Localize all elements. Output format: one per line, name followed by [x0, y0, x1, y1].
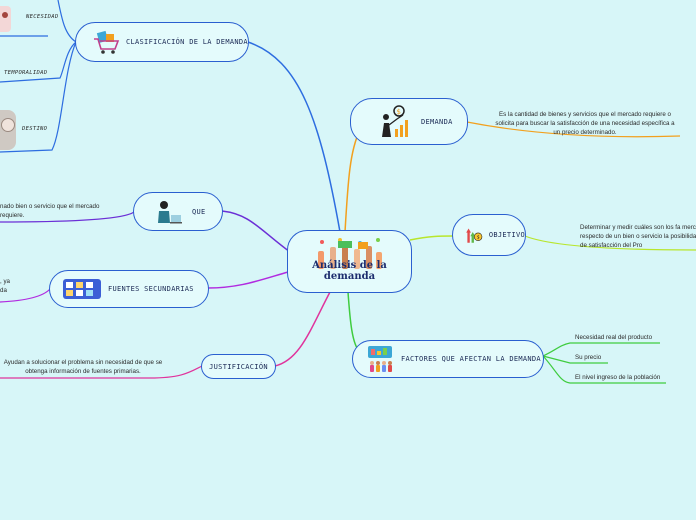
person-laptop-icon	[158, 200, 182, 223]
necesidad-thumbnail	[0, 6, 11, 32]
demanda-node[interactable]: $ DEMANDA	[350, 98, 468, 145]
destino-thumbnail	[0, 110, 16, 150]
fuentes-node[interactable]: FUENTES SECUNDARIAS	[49, 270, 209, 308]
clasificacion-item: TEMPORALIDAD	[4, 70, 48, 76]
que-label: QUE	[192, 207, 206, 216]
justificacion-label: JUSTIFICACIÓN	[209, 362, 268, 371]
fuentes-note: , ya da	[0, 278, 10, 294]
objetivo-node[interactable]: $ OBJETIVO	[452, 214, 526, 256]
demanda-label: DEMANDA	[421, 117, 453, 126]
growth-chart-person-icon: $	[382, 104, 408, 137]
que-node[interactable]: QUE	[133, 192, 223, 231]
person-thumbnail-icon	[1, 118, 15, 132]
factor-item: Su precio	[575, 354, 602, 361]
central-topic-node[interactable]: Análisis de la demanda	[287, 230, 412, 293]
factor-item: Necesidad real del producto	[575, 334, 653, 341]
fuentes-label: FUENTES SECUNDARIAS	[108, 285, 194, 293]
factor-item: El nivel ingreso de la población	[575, 374, 661, 381]
svg-text:$: $	[397, 108, 401, 116]
svg-text:$: $	[477, 235, 480, 241]
que-note: nado bien o servicio que el mercado requ…	[0, 203, 100, 219]
person-thumbnail-icon	[2, 12, 8, 18]
documents-icon	[63, 279, 101, 299]
clasificacion-item: NECESIDAD	[26, 14, 59, 20]
justificacion-node[interactable]: JUSTIFICACIÓN	[201, 354, 276, 379]
central-topic-title: Análisis de la demanda	[312, 260, 387, 282]
clasificacion-item: DESTINO	[22, 126, 48, 132]
factores-node[interactable]: FACTORES QUE AFECTAN LA DEMANDA	[352, 340, 544, 378]
people-dashboard-icon	[368, 346, 392, 372]
clasificacion-label: CLASIFICACIÓN DE LA DEMANDA	[126, 38, 248, 46]
clasificacion-node[interactable]: CLASIFICACIÓN DE LA DEMANDA	[75, 22, 249, 62]
objetivo-note: Determinar y medir cuáles son los fa mer…	[580, 224, 696, 249]
money-growth-icon: $	[466, 228, 483, 243]
demanda-note: Es la cantidad de bienes y servicios que…	[495, 111, 675, 136]
shopping-cart-icon	[94, 30, 120, 54]
factores-label: FACTORES QUE AFECTAN LA DEMANDA	[401, 355, 541, 363]
objetivo-label: OBJETIVO	[488, 231, 525, 239]
celebration-hands-icon	[318, 238, 382, 269]
justificacion-note: Ayudan a solucionar el problema sin nece…	[3, 359, 163, 375]
